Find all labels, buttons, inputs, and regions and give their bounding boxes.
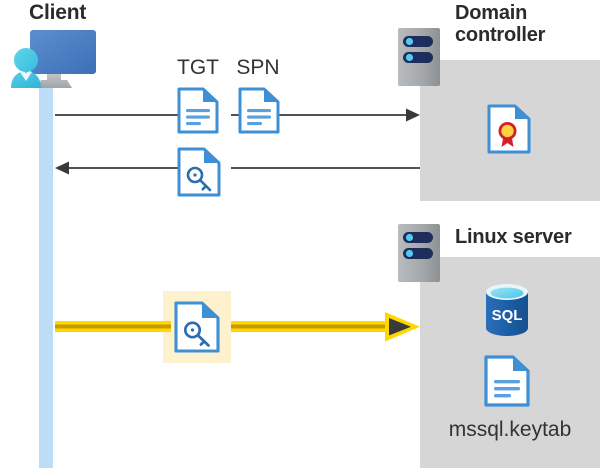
certificate-document-icon <box>487 104 531 154</box>
server-rack-icon-domain-controller <box>398 28 440 86</box>
arrow-client-to-linux-keytab <box>55 310 420 344</box>
spn-document-icon <box>238 87 280 134</box>
spn-label: SPN <box>236 56 280 79</box>
domain-controller-title-line1: Domain <box>455 2 528 24</box>
linux-server-title: Linux server <box>455 226 572 248</box>
server-rack-icon-linux-server <box>398 224 440 282</box>
sql-database-label: SQL <box>492 307 523 324</box>
domain-controller-title: Domain controller <box>455 2 600 47</box>
tgt-document-icon <box>177 87 219 134</box>
sql-database-icon: SQL <box>483 283 531 337</box>
arrow-dc-to-client-reply <box>55 161 420 175</box>
domain-controller-title-line2: controller <box>455 24 546 47</box>
tgt-label: TGT <box>177 56 219 79</box>
client-user-monitor-icon <box>6 26 98 94</box>
client-title: Client <box>29 1 87 24</box>
reply-key-document-icon <box>177 147 221 197</box>
client-lifeline <box>39 86 53 468</box>
keytab-filename-label: mssql.keytab <box>448 418 572 441</box>
keytab-document-icon <box>484 355 530 407</box>
highlighted-key-document-icon <box>174 301 220 353</box>
